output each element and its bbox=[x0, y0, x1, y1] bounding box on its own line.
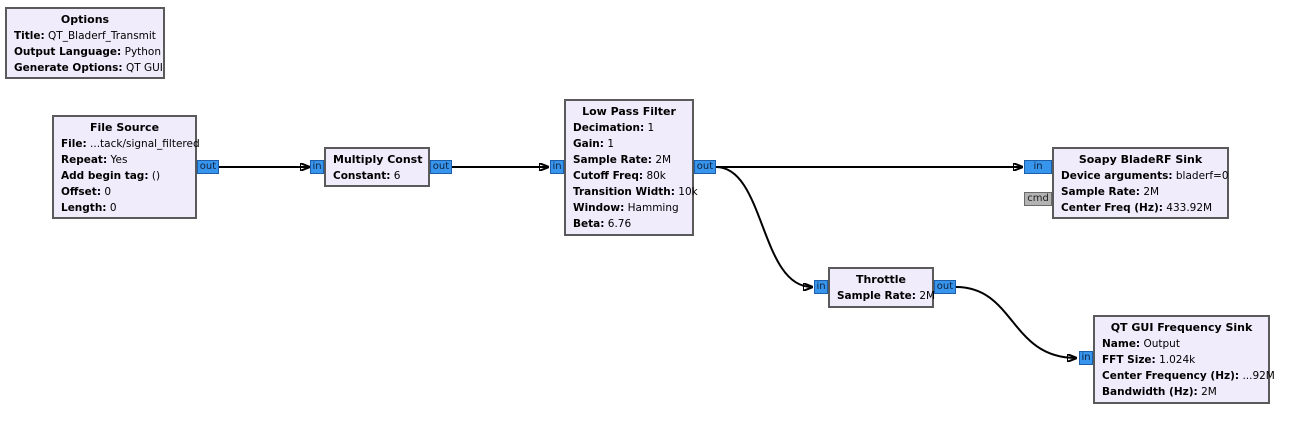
freq-sink-title: QT GUI Frequency Sink bbox=[1110, 321, 1253, 334]
qt-gui-frequency-sink-block[interactable]: QT GUI Frequency Sink Name: Output FFT S… bbox=[1093, 315, 1275, 404]
multiply-const-block[interactable]: Multiply Const Constant: 6 bbox=[324, 147, 430, 187]
throttle-in-port[interactable]: in bbox=[814, 280, 828, 294]
lpf-cutoff-row: Cutoff Freq: 80k bbox=[573, 170, 666, 182]
soapy-sink-cmd-port[interactable]: cmd bbox=[1024, 192, 1052, 206]
multiply-const-in-port[interactable]: in bbox=[310, 160, 324, 174]
soapy-sample-rate-row: Sample Rate: 2M bbox=[1061, 186, 1160, 198]
throttle-title: Throttle bbox=[855, 273, 907, 286]
freq-sink-fft-row: FFT Size: 1.024k bbox=[1102, 354, 1196, 366]
throttle-out-port[interactable]: out bbox=[934, 280, 956, 294]
options-block[interactable]: Options Title: QT_Bladerf_Transmit Outpu… bbox=[5, 7, 165, 79]
lpf-transition-row: Transition Width: 10k bbox=[573, 186, 698, 198]
soapy-device-row: Device arguments: bladerf=0 bbox=[1061, 170, 1229, 182]
options-title-row: Title: QT_Bladerf_Transmit bbox=[14, 30, 156, 42]
soapy-sink-in-port[interactable]: in bbox=[1024, 160, 1052, 174]
file-source-block[interactable]: File Source File: ...tack/signal_filtere… bbox=[52, 115, 200, 219]
freq-sink-name-row: Name: Output bbox=[1102, 338, 1180, 350]
file-source-repeat-row: Repeat: Yes bbox=[61, 154, 128, 166]
file-source-title: File Source bbox=[89, 121, 160, 134]
lpf-gain-row: Gain: 1 bbox=[573, 138, 615, 150]
throttle-block[interactable]: Throttle Sample Rate: 2M bbox=[828, 267, 936, 308]
lpf-window-row: Window: Hamming bbox=[573, 202, 679, 214]
low-pass-filter-in-port[interactable]: in bbox=[550, 160, 564, 174]
file-source-out-port[interactable]: out bbox=[197, 160, 219, 174]
wire-throttle-freqsink bbox=[955, 286, 1076, 358]
multiply-const-title: Multiply Const bbox=[333, 153, 423, 166]
multiply-const-constant-row: Constant: 6 bbox=[333, 170, 401, 182]
file-source-tag-row: Add begin tag: () bbox=[61, 170, 161, 182]
soapy-center-freq-row: Center Freq (Hz): 433.92M bbox=[1061, 202, 1213, 214]
wire-lowpass-throttle bbox=[715, 166, 812, 287]
soapy-bladerf-sink-block[interactable]: Soapy BladeRF Sink Device arguments: bla… bbox=[1052, 147, 1229, 219]
lpf-beta-row: Beta: 6.76 bbox=[573, 218, 632, 230]
options-language-row: Output Language: Python bbox=[14, 46, 162, 58]
soapy-sink-title: Soapy BladeRF Sink bbox=[1078, 153, 1203, 166]
file-source-length-row: Length: 0 bbox=[61, 202, 117, 214]
freq-sink-bandwidth-row: Bandwidth (Hz): 2M bbox=[1102, 386, 1217, 398]
throttle-sample-rate-row: Sample Rate: 2M bbox=[837, 290, 936, 302]
freq-sink-in-port[interactable]: in bbox=[1079, 351, 1093, 365]
low-pass-filter-title: Low Pass Filter bbox=[582, 105, 676, 118]
freq-sink-center-row: Center Frequency (Hz): ...92M bbox=[1102, 370, 1275, 382]
file-source-offset-row: Offset: 0 bbox=[61, 186, 112, 198]
multiply-const-out-port[interactable]: out bbox=[430, 160, 452, 174]
options-title: Options bbox=[60, 13, 110, 26]
file-source-file-row: File: ...tack/signal_filtered bbox=[61, 138, 200, 150]
lpf-decimation-row: Decimation: 1 bbox=[573, 122, 655, 134]
low-pass-filter-out-port[interactable]: out bbox=[694, 160, 716, 174]
options-generate-row: Generate Options: QT GUI bbox=[14, 62, 163, 74]
low-pass-filter-block[interactable]: Low Pass Filter Decimation: 1 Gain: 1 Sa… bbox=[564, 99, 698, 236]
lpf-sample-rate-row: Sample Rate: 2M bbox=[573, 154, 672, 166]
